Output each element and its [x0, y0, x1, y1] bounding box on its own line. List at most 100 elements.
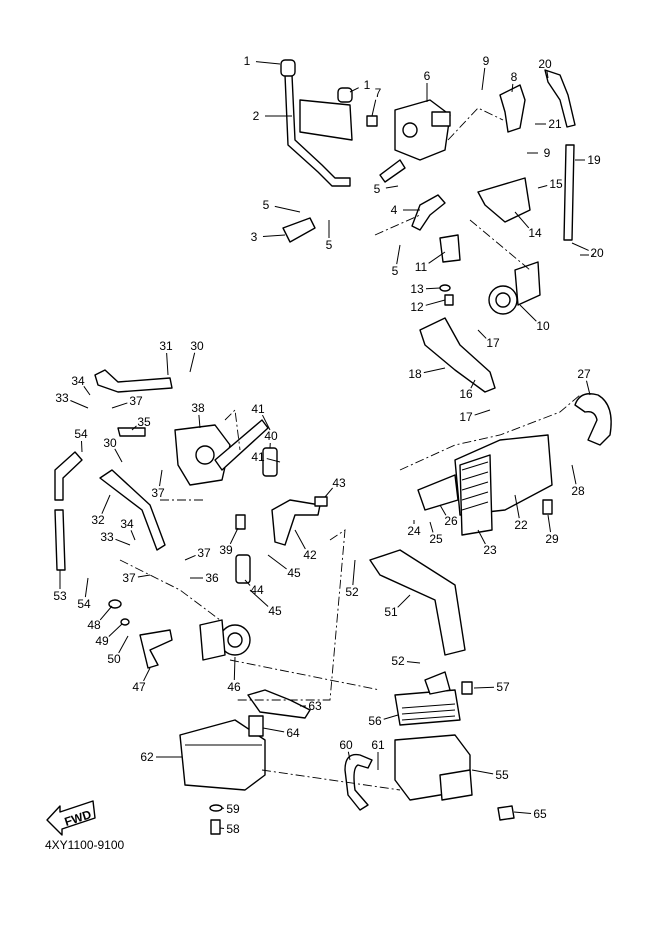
leader-line	[513, 811, 532, 814]
callout-5: 5	[374, 182, 399, 196]
callout-23: 23	[477, 529, 497, 557]
leader-line	[571, 464, 577, 485]
callout-number: 17	[459, 410, 473, 424]
callout-number: 39	[219, 543, 233, 557]
leader-line	[118, 635, 129, 654]
callout-number: 31	[159, 339, 173, 353]
leader-line	[184, 554, 196, 561]
callout-number: 15	[549, 177, 563, 191]
callout-33: 33	[55, 391, 89, 409]
leader-line	[111, 402, 128, 409]
callout-14: 14	[514, 211, 542, 240]
callout-number: 62	[140, 750, 154, 764]
leader-line	[397, 594, 411, 608]
callout-number: 33	[55, 391, 69, 405]
callout-21: 21	[535, 117, 562, 131]
callout-number: 12	[410, 300, 424, 314]
callout-41: 41	[251, 402, 271, 431]
leader-line	[470, 379, 476, 389]
callout-22: 22	[514, 494, 528, 532]
leader-line	[266, 458, 281, 463]
callout-labels: 1123455556789910111213141516171718192020…	[53, 54, 604, 836]
leader-line	[84, 577, 89, 598]
callout-number: 32	[91, 513, 105, 527]
leader-line	[114, 448, 123, 463]
callout-1: 1	[244, 54, 281, 68]
leader-line	[481, 67, 486, 91]
callout-number: 22	[514, 518, 528, 532]
callout-17: 17	[477, 329, 500, 350]
callout-number: 63	[308, 699, 322, 713]
leader-line	[131, 425, 137, 431]
callout-number: 52	[391, 654, 405, 668]
callout-number: 6	[424, 69, 431, 83]
callout-15: 15	[537, 177, 563, 191]
callout-5: 5	[263, 198, 301, 213]
callout-number: 60	[339, 738, 353, 752]
leader-line	[428, 251, 446, 264]
leader-line	[137, 574, 151, 578]
callout-number: 46	[227, 680, 241, 694]
callout-number: 38	[191, 401, 205, 415]
callout-number: 54	[77, 597, 91, 611]
leader-line	[244, 579, 251, 586]
fwd-arrow-icon	[46, 800, 96, 836]
leader-line	[80, 440, 83, 453]
callout-number: 55	[495, 768, 509, 782]
callout-number: 54	[74, 427, 88, 441]
callout-18: 18	[408, 367, 446, 381]
callout-5: 5	[326, 220, 333, 252]
callout-31: 31	[159, 339, 173, 376]
leader-line	[274, 205, 301, 213]
callout-54: 54	[77, 577, 91, 611]
leader-line	[425, 287, 441, 290]
callout-37: 37	[122, 571, 151, 585]
leader-line	[108, 623, 123, 637]
callout-45: 45	[267, 554, 301, 580]
callout-13: 13	[410, 282, 441, 296]
callout-43: 43	[324, 476, 346, 498]
leader-line	[439, 504, 447, 516]
callout-3: 3	[251, 230, 286, 244]
callout-number: 49	[95, 634, 109, 648]
callout-number: 35	[137, 415, 151, 429]
callout-number: 19	[587, 153, 601, 167]
callout-number: 65	[533, 807, 547, 821]
callout-number: 5	[263, 198, 270, 212]
callout-number: 43	[332, 476, 346, 490]
callout-number: 17	[486, 336, 500, 350]
callout-number: 45	[287, 566, 301, 580]
callout-1: 1	[349, 78, 371, 93]
leader-line	[473, 686, 495, 689]
callout-number: 27	[577, 367, 591, 381]
callout-number: 52	[345, 585, 359, 599]
callout-number: 14	[528, 226, 542, 240]
callout-40: 40	[264, 429, 278, 449]
leader-line	[198, 414, 201, 429]
callout-number: 4	[391, 203, 398, 217]
callout-50: 50	[107, 635, 129, 666]
callout-number: 8	[511, 70, 518, 84]
leader-line	[511, 83, 514, 93]
callout-24: 24	[407, 520, 421, 538]
diagram-code: 4XY1100-9100	[45, 838, 125, 852]
callout-61: 61	[371, 738, 385, 770]
leader-line	[425, 299, 446, 306]
leader-line	[189, 352, 196, 373]
leader-line	[347, 751, 351, 761]
leader-line	[267, 554, 287, 570]
callout-52: 52	[391, 654, 421, 668]
callout-number: 53	[53, 589, 67, 603]
callout-45: 45	[249, 589, 282, 618]
leader-line	[406, 661, 421, 664]
callout-27: 27	[577, 367, 591, 396]
callout-26: 26	[439, 504, 458, 528]
callout-number: 7	[375, 86, 382, 100]
leader-line	[514, 211, 530, 229]
callout-54: 54	[74, 427, 88, 453]
leader-line	[571, 242, 589, 251]
callout-number: 34	[120, 517, 134, 531]
leader-line	[547, 514, 552, 533]
leader-line	[255, 61, 281, 65]
